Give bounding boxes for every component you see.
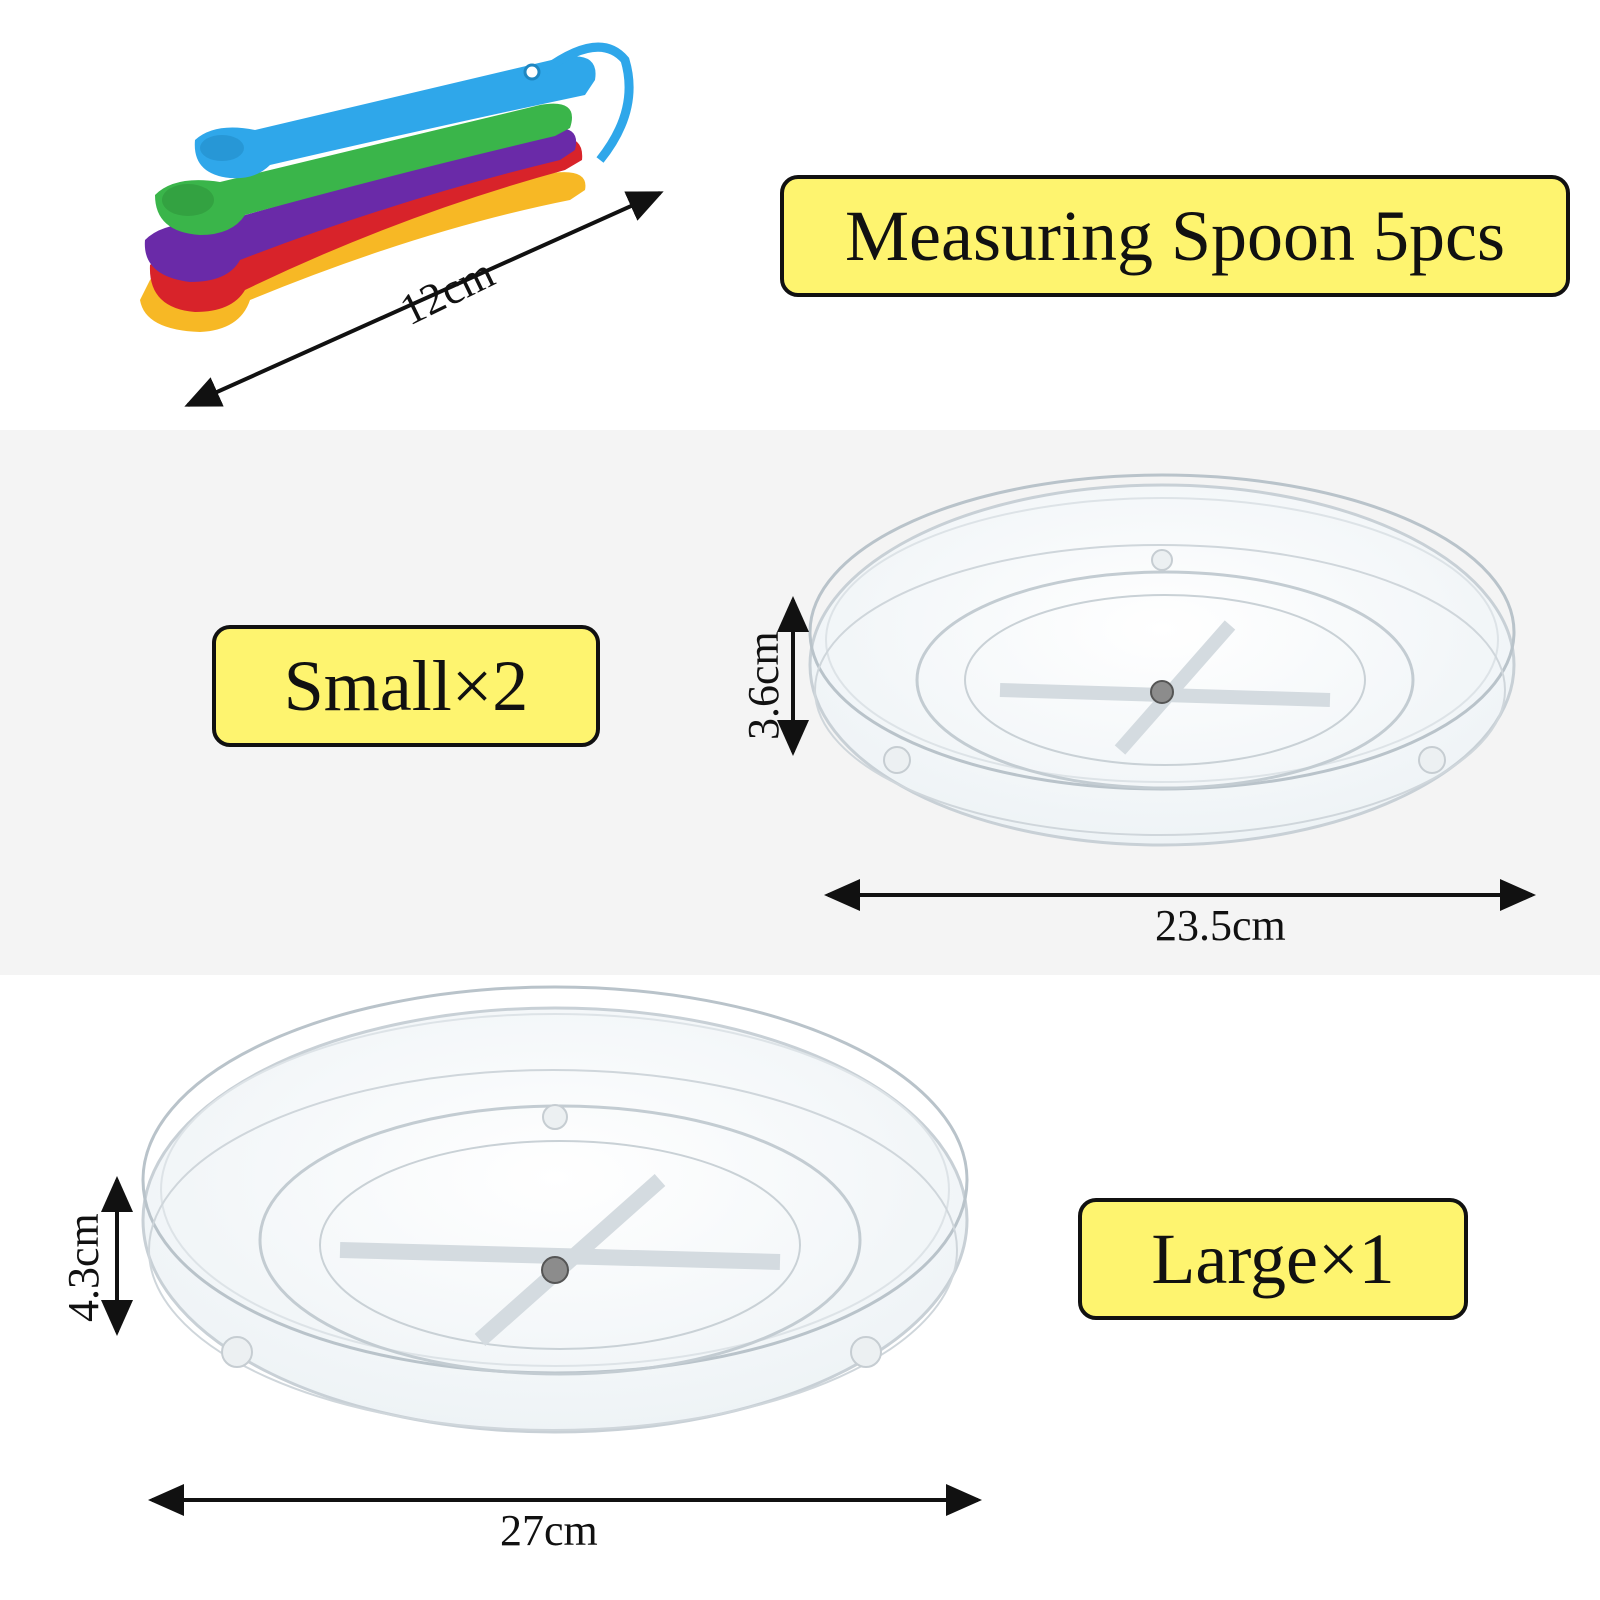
- spoon-ring: [542, 42, 634, 163]
- large-width-label: 27cm: [500, 1506, 598, 1555]
- large-tray-image: [141, 985, 969, 1434]
- small-tray-image: [808, 473, 1516, 847]
- measuring-spoon-label: Measuring Spoon 5pcs: [780, 175, 1570, 297]
- spoon-length-arrow: [184, 191, 664, 407]
- spoon-blue: [194, 56, 596, 179]
- small-width-label: 23.5cm: [1155, 901, 1286, 950]
- small-tray-label: Small×2: [212, 625, 600, 747]
- large-tray-label: Large×1: [1078, 1198, 1468, 1320]
- measuring-spoons-image: [140, 42, 634, 332]
- large-height-label: 4.3cm: [59, 1213, 108, 1322]
- small-height-label: 3.6cm: [739, 631, 788, 740]
